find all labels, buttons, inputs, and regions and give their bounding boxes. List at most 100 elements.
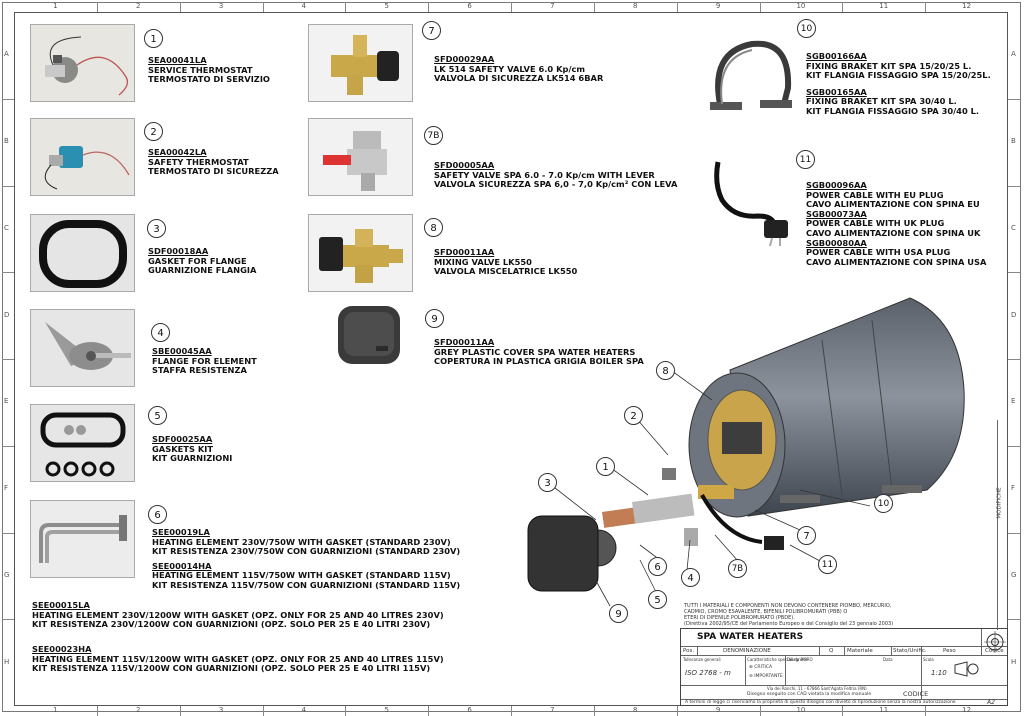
zone-tick bbox=[1008, 359, 1020, 360]
importante-text: IMPORTANTE bbox=[754, 674, 783, 679]
part-desc-en: HEATING ELEMENT 115V/1200W WITH GASKET (… bbox=[32, 653, 444, 664]
header-q: Q bbox=[829, 648, 834, 654]
zone-col-label: 7 bbox=[550, 706, 555, 714]
part-desc-it: CAVO ALIMENTAZIONE CON SPINA UK bbox=[806, 227, 981, 238]
part-desc-it: KIT RESISTENZA 115V/750W CON GUARNIZIONI… bbox=[152, 579, 461, 590]
title-block: SPA WATER HEATERS Pos. DENOMINAZIONE Q M… bbox=[680, 628, 1008, 706]
note-line: TUTTI I MATERIALI E COMPONENTI NON DEVON… bbox=[684, 603, 892, 609]
part-code: SFD00011AA bbox=[434, 247, 495, 257]
note-line: (Direttiva 2002/95/CE del Parlamento Eur… bbox=[684, 621, 894, 627]
zone-tick bbox=[1008, 98, 1020, 100]
flange-photo bbox=[30, 309, 135, 387]
part-desc-it: KIT RESISTENZA 115V/1200W CON GUARNIZION… bbox=[32, 663, 431, 674]
zone-tick bbox=[593, 706, 595, 716]
callout-4: 4 bbox=[681, 568, 700, 587]
part-code: SEA00042LA bbox=[148, 147, 207, 157]
callout-9: 9 bbox=[609, 604, 628, 623]
zone-tick bbox=[96, 2, 98, 12]
zone-tick bbox=[2, 445, 14, 447]
callout-11: 11 bbox=[818, 555, 837, 574]
zone-tick bbox=[842, 706, 844, 716]
part-desc-en: GASKET FOR FLANGE bbox=[148, 255, 247, 266]
zone-row-label: D bbox=[4, 310, 10, 319]
zone-row-label: B bbox=[4, 137, 9, 146]
zone-row-label: A bbox=[1011, 50, 1016, 59]
part-desc-it: KIT RESISTENZA 230V/1200W CON GUARNIZION… bbox=[32, 619, 431, 630]
zone-col-label: 12 bbox=[962, 2, 972, 10]
zone-row-label: D bbox=[1011, 310, 1017, 319]
note-line: CADMIO, CROMO ESAVALENTE, BIFENILI POLIB… bbox=[684, 609, 848, 615]
item-number-8: 8 bbox=[424, 218, 443, 237]
header-pos: Pos. bbox=[683, 648, 695, 654]
zone-tick bbox=[345, 2, 347, 12]
zone-col-label: 6 bbox=[467, 2, 472, 10]
part-code: SGB00166AA bbox=[806, 51, 867, 61]
header-codice: Codice bbox=[985, 648, 1004, 654]
tolerance-label: Tolleranze generali bbox=[683, 657, 721, 662]
zone-col-label: 8 bbox=[633, 706, 638, 714]
part-desc-it: KIT FLANGIA FISSAGGIO SPA 30/40 L. bbox=[806, 105, 980, 116]
zone-col-label: 1 bbox=[53, 706, 58, 714]
zone-tick bbox=[1008, 185, 1020, 187]
zone-col-label: 10 bbox=[796, 2, 806, 10]
part-code: SFD00005AA bbox=[434, 160, 495, 170]
cad-note: Disegno eseguito con CAD vietata la modi… bbox=[747, 692, 872, 697]
callout-7b: 7B bbox=[728, 559, 747, 578]
scale-value: 1:10 bbox=[931, 669, 947, 677]
part-desc-en: POWER CABLE WITH UK PLUG bbox=[806, 218, 945, 229]
part-desc-en: FLANGE FOR ELEMENT bbox=[152, 355, 257, 366]
data-label: Data bbox=[883, 657, 893, 662]
safety-valve-spa-photo bbox=[308, 118, 413, 196]
part-code: SEE00014HA bbox=[152, 560, 212, 571]
zone-tick bbox=[511, 2, 512, 12]
part-desc-it: TERMOSTATO DI SERVIZIO bbox=[148, 74, 270, 85]
projection-view-icon bbox=[953, 661, 979, 681]
note-line: ETERI DI DIFENILE POLIBROMURATO (PBDE). bbox=[684, 615, 795, 621]
part-desc-it: COPERTURA IN PLASTICA GRIGIA BOILER SPA bbox=[434, 356, 644, 367]
callout-10: 10 bbox=[874, 494, 893, 513]
part-5-text: SDF00025AA GASKETS KIT KIT GUARNIZIONI bbox=[152, 434, 233, 464]
item-number-1: 1 bbox=[144, 29, 163, 48]
revision-label: MODIFICHE bbox=[996, 487, 1003, 519]
thermostat-service-photo bbox=[30, 24, 135, 102]
zone-tick bbox=[676, 706, 678, 716]
zone-col-label: 9 bbox=[715, 2, 721, 10]
thermostat-safety-photo bbox=[30, 118, 135, 196]
header-denominazione: DENOMINAZIONE bbox=[723, 648, 771, 654]
item-number-4: 4 bbox=[151, 323, 170, 342]
safety-valve-lk514-photo bbox=[308, 24, 413, 102]
part-desc-it: KIT RESISTENZA 230V/750W CON GUARNIZIONI… bbox=[152, 546, 461, 557]
zone-col-label: 5 bbox=[384, 2, 389, 10]
zone-row-label: F bbox=[1011, 484, 1016, 493]
part-desc-it: TERMOSTATO DI SICUREZZA bbox=[148, 166, 279, 177]
zone-tick bbox=[179, 2, 181, 12]
special-characteristics: Caratteristiche speciali da P-PRO bbox=[747, 657, 813, 662]
header-peso: Peso bbox=[943, 648, 956, 654]
part-3-text: SDF00018AA GASKET FOR FLANGE GUARNIZIONE… bbox=[148, 246, 256, 276]
part-desc-en: POWER CABLE WITH USA PLUG bbox=[806, 247, 951, 258]
part-desc-it: KIT GUARNIZIONI bbox=[152, 453, 233, 464]
revision-strip: MODIFICHE bbox=[997, 420, 1009, 630]
zone-tick bbox=[2, 359, 14, 360]
importante-label: ⊖ IMPORTANTE bbox=[749, 674, 783, 679]
part-code: SFD00011AA bbox=[434, 337, 495, 347]
part-desc-it: STAFFA RESISTENZA bbox=[152, 365, 247, 376]
part-7b-text: SFD00005AA SAFETY VALVE SPA 6.0 - 7.0 Kp… bbox=[434, 160, 678, 190]
item-number-7: 7 bbox=[422, 21, 441, 40]
part-desc-en: GREY PLASTIC COVER SPA WATER HEATERS bbox=[434, 346, 636, 357]
part-9-text: SFD00011AA GREY PLASTIC COVER SPA WATER … bbox=[434, 337, 644, 367]
part-desc-en: SAFETY VALVE SPA 6.0 - 7.0 Kp/cm WITH LE… bbox=[434, 169, 655, 180]
zone-tick bbox=[428, 706, 430, 716]
part-8-text: SFD00011AA MIXING VALVE LK550 VALVOLA MI… bbox=[434, 247, 577, 277]
zone-row-label: E bbox=[1011, 397, 1016, 406]
zone-col-label: 2 bbox=[136, 706, 141, 714]
zone-row-label: G bbox=[1011, 570, 1017, 579]
zone-col-label: 6 bbox=[467, 706, 472, 714]
zone-tick bbox=[2, 532, 14, 534]
part-desc-en: GASKETS KIT bbox=[152, 443, 214, 454]
part-desc-it: VALVOLA SICUREZZA SPA 6,0 - 7,0 Kp/cm² C… bbox=[434, 179, 678, 190]
part-desc-it: KIT FLANGIA FISSAGGIO SPA 15/20/25L. bbox=[806, 70, 991, 81]
part-7-text: SFD00029AA LK 514 SAFETY VALVE 6.0 Kp/cm… bbox=[434, 54, 603, 84]
part-code: SGB00073AA bbox=[806, 208, 867, 219]
zone-tick bbox=[345, 706, 347, 716]
